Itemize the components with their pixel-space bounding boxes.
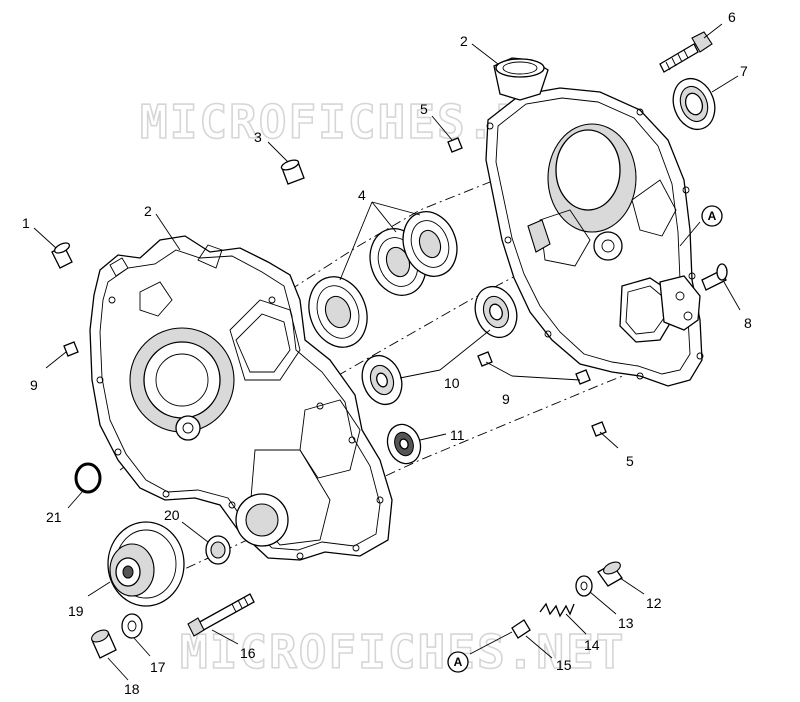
callout-14: 14 — [584, 637, 600, 653]
callout-1: 1 — [22, 215, 30, 231]
callout-4: 4 — [358, 187, 366, 203]
reference-marker-a-right-label: A — [708, 209, 717, 223]
leader-lines — [33, 23, 741, 681]
watermark-bottom: MICROFICHES.NET — [180, 625, 625, 679]
callout-19: 19 — [68, 603, 84, 619]
part-1-dowel — [51, 242, 73, 269]
callout-3: 3 — [254, 129, 262, 145]
part-5-dowel-pins — [447, 137, 607, 437]
part-14-spring — [539, 602, 575, 618]
callout-11: 11 — [450, 427, 465, 443]
reference-marker-a-bottom: A — [447, 651, 469, 673]
callout-16: 16 — [240, 645, 256, 661]
part-17-washer — [121, 613, 143, 639]
part-21-o-ring — [74, 462, 102, 494]
callout-numbers: 1 2 2 3 4 5 5 6 7 8 9 9 10 11 12 13 14 1… — [22, 9, 752, 697]
right-crankcase-half — [485, 57, 704, 387]
part-7-oil-seal — [672, 77, 716, 131]
part-19-cover — [107, 521, 185, 607]
part-6-bolt — [659, 31, 713, 73]
callout-15: 15 — [556, 657, 572, 673]
part-11-bearing — [386, 423, 422, 465]
callout-6: 6 — [728, 9, 736, 25]
callout-12: 12 — [646, 595, 662, 611]
callout-8: 8 — [744, 315, 752, 331]
part-13-washer — [575, 575, 593, 597]
callout-17: 17 — [150, 659, 166, 675]
part-15-plunger — [511, 619, 531, 639]
callout-21: 21 — [46, 509, 62, 525]
part-4-bearings — [308, 211, 458, 348]
callout-7: 7 — [740, 63, 748, 79]
callout-10: 10 — [444, 375, 460, 391]
reference-marker-a-bottom-label: A — [454, 655, 463, 669]
left-crankcase-half — [89, 235, 393, 561]
callout-5-bottom: 5 — [626, 453, 634, 469]
part-16-bolt — [187, 593, 255, 637]
callout-13: 13 — [618, 615, 634, 631]
part-12-plug — [597, 561, 623, 587]
part-3-bushing — [280, 159, 305, 185]
callout-2-right: 2 — [460, 33, 468, 49]
callout-18: 18 — [124, 681, 140, 697]
part-18-drain-plug — [91, 629, 117, 659]
part-8-fitting — [701, 263, 728, 291]
callout-9-left: 9 — [30, 377, 38, 393]
reference-marker-a-right: A — [701, 205, 723, 227]
part-9-pins — [63, 341, 591, 385]
callout-2-left: 2 — [144, 203, 152, 219]
callout-9-right: 9 — [502, 391, 510, 407]
callout-20: 20 — [164, 507, 180, 523]
callout-5-top: 5 — [420, 101, 428, 117]
part-10-bearings — [361, 285, 518, 406]
part-20-seal — [205, 535, 231, 565]
